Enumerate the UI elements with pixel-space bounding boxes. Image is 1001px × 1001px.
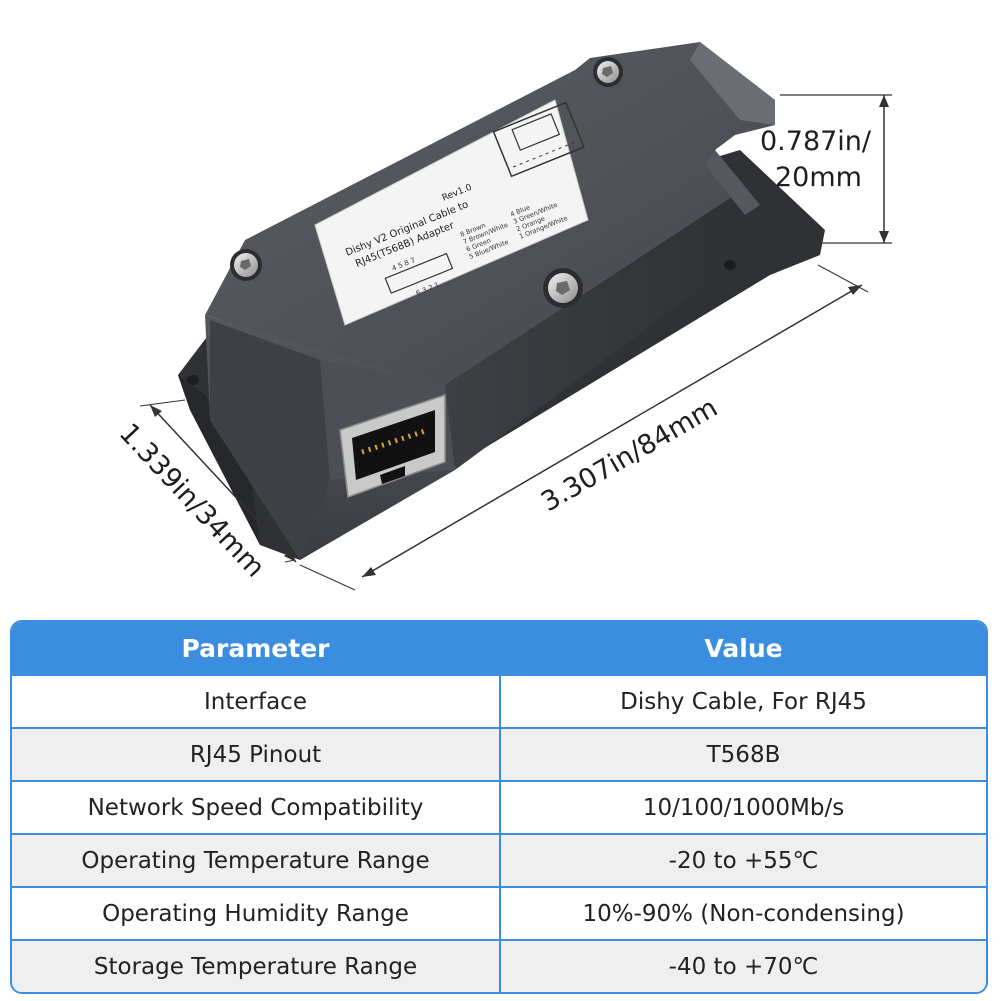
device-label: Dishy V2 Original Cable to RJ45(T568B) A…: [314, 99, 589, 326]
screw-icon: [543, 268, 583, 308]
mounting-hole: [187, 375, 199, 385]
dimension-height-label-1: 0.787in/: [760, 126, 872, 157]
row-param: Operating Humidity Range: [12, 888, 501, 939]
table-row: Interface Dishy Cable, For RJ45: [12, 674, 986, 727]
label-connector-diagram: [384, 252, 454, 294]
row-param: RJ45 Pinout: [12, 729, 501, 780]
row-value: -40 to +70℃: [668, 953, 819, 980]
row-value: -20 to +55℃: [668, 847, 819, 874]
spec-table: Parameter Value Interface Dishy Cable, F…: [10, 620, 988, 994]
dimension-height: 0.787in/ 20mm: [760, 94, 892, 244]
screw-icon: [593, 57, 623, 87]
rj45-port: [339, 393, 446, 499]
table-row: Network Speed Compatibility 10/100/1000M…: [12, 780, 986, 833]
header-value: Value: [704, 633, 783, 663]
row-param: Interface: [12, 676, 501, 727]
row-value: T568B: [706, 741, 781, 768]
table-row: Operating Temperature Range -20 to +55℃: [12, 833, 986, 886]
mounting-hole: [724, 260, 736, 270]
screw-icon: [230, 249, 262, 281]
dimension-height-label-2: 20mm: [775, 162, 862, 193]
row-value: Dishy Cable, For RJ45: [620, 688, 867, 715]
table-row: Operating Humidity Range 10%-90% (Non-co…: [12, 886, 986, 939]
dimension-length-label: 3.307in/84mm: [536, 392, 723, 518]
product-figure: Dishy V2 Original Cable to RJ45(T568B) A…: [113, 42, 892, 591]
row-param: Operating Temperature Range: [12, 835, 501, 886]
label-rj45-diagram: [492, 101, 585, 178]
table-row: Storage Temperature Range -40 to +70℃: [12, 939, 986, 992]
header-parameter: Parameter: [12, 622, 501, 674]
row-param: Storage Temperature Range: [12, 941, 501, 992]
table-row: RJ45 Pinout T568B: [12, 727, 986, 780]
row-param: Network Speed Compatibility: [12, 782, 501, 833]
row-value: 10/100/1000Mb/s: [642, 794, 845, 821]
table-header-row: Parameter Value: [12, 622, 986, 674]
row-value: 10%-90% (Non-condensing): [582, 900, 905, 927]
